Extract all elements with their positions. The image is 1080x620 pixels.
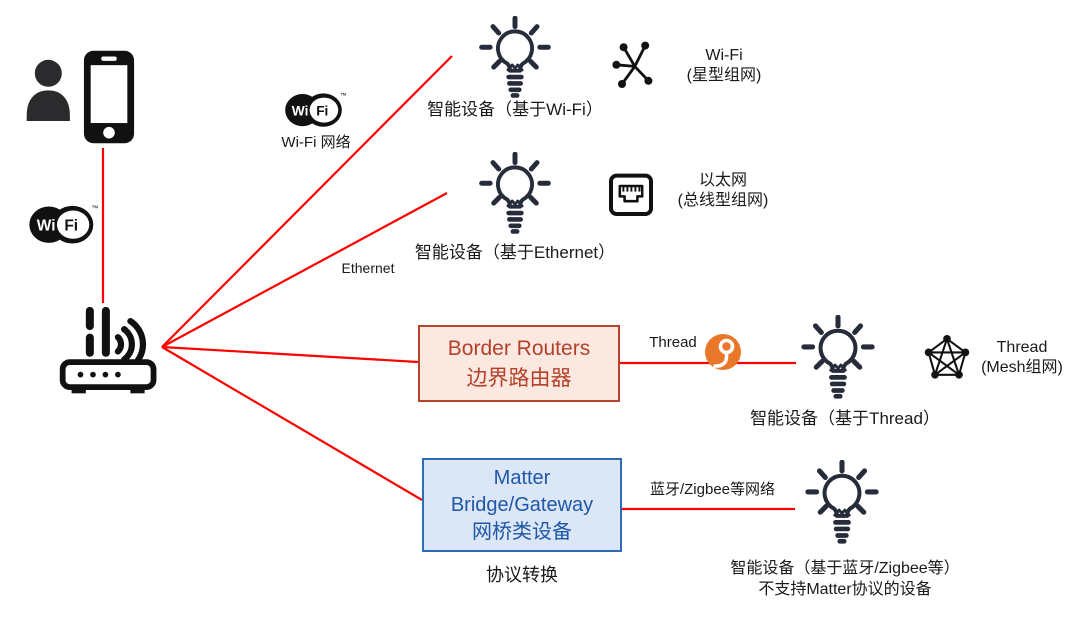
smart-device-wifi-caption: 智能设备（基于Wi-Fi） [427,100,603,119]
smart-device-thread-bulb-icon [800,315,876,405]
matter-bridge-box: Matter Bridge/Gateway 网桥类设备 [422,458,622,552]
person-icon [26,59,70,121]
smart-device-wifi-bulb-icon [478,16,552,104]
wifi-logo-icon [29,203,98,244]
wifi-topology-label: Wi-Fi (星型组网) [686,47,762,84]
mesh-topology-icon [924,334,970,379]
thread-topology-label: Thread (Mesh组网) [981,339,1063,376]
ethernet-line-label: Ethernet [341,260,395,276]
wifi-network-label: Wi-Fi 网络 [281,134,351,151]
smartphone-icon [83,50,135,144]
line-router-to-ethernet-device [161,192,448,348]
ethernet-port-icon [609,173,653,216]
smart-device-ethernet-caption: 智能设备（基于Ethernet） [414,243,616,262]
thread-line-label: Thread [649,334,697,351]
smart-device-ble-bulb-icon [804,460,880,550]
ble-zigbee-line-label: 蓝牙/Zigbee等网络 [649,481,776,498]
thread-logo-icon [705,334,741,370]
smart-device-thread-caption: 智能设备（基于Thread） [750,409,940,428]
smart-device-ble-caption: 智能设备（基于蓝牙/Zigbee等） 不支持Matter协议的设备 [730,560,960,598]
line-router-to-matter-bridge [161,346,423,501]
protocol-conversion-label: 协议转换 [486,565,558,585]
border-routers-box: Border Routers 边界路由器 [418,325,620,402]
router-icon [59,306,157,394]
wifi-network-logo-icon [285,92,346,127]
smart-device-ethernet-bulb-icon [478,152,552,240]
line-router-to-wifi-device [161,55,453,348]
line-router-to-border-router [161,345,419,364]
star-topology-icon [612,41,653,88]
ethernet-topology-label: 以太网 (总线型组网) [677,172,769,209]
